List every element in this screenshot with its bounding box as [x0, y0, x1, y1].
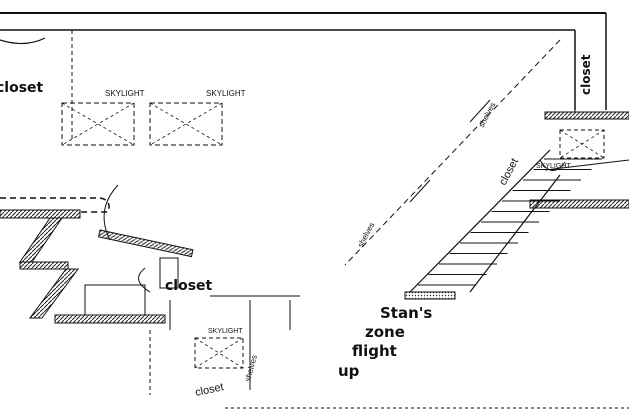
door-swings	[84, 184, 300, 316]
stans-label-line2: zone	[365, 323, 405, 341]
stans-label-line4: up	[338, 362, 360, 380]
closet-label-center: closet	[165, 278, 213, 294]
skylight-label-2: SKYLIGHT	[206, 89, 246, 98]
skylight-2	[149, 102, 223, 146]
bottom-area	[149, 300, 629, 409]
stans-label-line3: flight	[352, 342, 397, 360]
skylight-right	[559, 129, 605, 159]
skylight-label-bottom: SKYLIGHT	[208, 328, 243, 335]
staircase	[404, 149, 602, 300]
closet-label-bottom: closet	[194, 381, 225, 399]
top-left-closet	[0, 30, 73, 140]
left-walls	[0, 197, 194, 324]
skylight-label-1: SKYLIGHT	[105, 89, 145, 98]
closet-label-right-vertical: closet	[579, 54, 593, 95]
shelves-label-top: shelves	[477, 101, 498, 129]
shelves-label-stair: shelves	[356, 221, 377, 249]
skylight-label-right: SKYLIGHT	[536, 163, 571, 170]
diagonal-wall	[344, 39, 561, 266]
closet-label-top-left: closet	[0, 80, 44, 96]
shelves-label-bottom: shelves	[243, 354, 259, 383]
skylight-1	[61, 102, 135, 146]
stans-label-line1: Stan's	[380, 304, 432, 322]
exterior-wall	[0, 12, 607, 110]
